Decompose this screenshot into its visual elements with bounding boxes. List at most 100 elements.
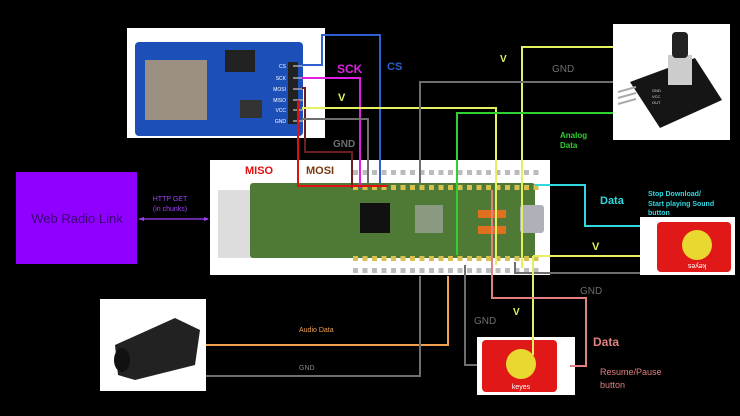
wire-mosi xyxy=(302,87,353,188)
header-pin xyxy=(486,268,491,273)
header-pin xyxy=(476,170,482,175)
header-pin xyxy=(495,256,501,261)
wire-pot-v xyxy=(521,46,613,268)
header-pin xyxy=(495,170,501,175)
header-pin xyxy=(524,170,529,175)
wires xyxy=(206,34,640,377)
wire-pot-gnd xyxy=(419,81,613,183)
stop-button-label-3: button xyxy=(648,210,670,217)
resume-button-module: keyes xyxy=(477,337,575,395)
header-pin xyxy=(419,170,425,175)
header-pin xyxy=(381,170,387,175)
header-pin xyxy=(524,185,529,190)
label-sck: SCK xyxy=(337,62,363,76)
header-pin xyxy=(372,170,377,175)
header-pin xyxy=(362,256,368,261)
header-pin xyxy=(410,170,415,175)
label-stop-data: Data xyxy=(600,195,625,207)
header-pin xyxy=(381,268,387,273)
wire-miso xyxy=(297,100,388,187)
header-pin xyxy=(362,268,368,273)
stop-button-module: keyes xyxy=(640,217,735,275)
header-pin xyxy=(381,256,387,261)
http-label-1: HTTP GET xyxy=(153,196,188,203)
header-pin xyxy=(533,256,539,261)
header-pin xyxy=(438,256,444,261)
header-pin xyxy=(438,170,444,175)
label-analog-1: Analog xyxy=(560,131,587,140)
header-pin xyxy=(419,256,425,261)
header-pin xyxy=(476,256,482,261)
stop-brand: keyes xyxy=(687,262,706,269)
header-pin xyxy=(467,256,472,261)
wire-audio-data xyxy=(206,276,449,346)
header-pin xyxy=(533,170,539,175)
wire-stop-data xyxy=(535,184,640,227)
label-audio-gnd: GND xyxy=(299,365,315,372)
header-pin xyxy=(486,170,491,175)
header-pin xyxy=(419,185,425,190)
wire-sd-gnd xyxy=(302,118,369,183)
header-pin xyxy=(429,185,434,190)
wire-sck xyxy=(302,77,361,188)
header-pin xyxy=(372,268,377,273)
pot-pin-out: OUT xyxy=(652,100,661,105)
resume-button-label-1: Resume/Pause xyxy=(600,367,662,377)
header-pin xyxy=(533,185,539,190)
sd-pin-cs: CS xyxy=(279,64,287,70)
header-pin xyxy=(419,268,425,273)
header-pin xyxy=(486,256,491,261)
wire-cs xyxy=(302,34,381,183)
label-stop-gnd: GND xyxy=(580,286,602,297)
label-stop-v: V xyxy=(592,241,600,253)
header-pin xyxy=(391,256,396,261)
header-pin xyxy=(410,185,415,190)
header-pin xyxy=(391,170,396,175)
sd-pin-miso: MISO xyxy=(273,98,286,104)
header-pin xyxy=(400,185,406,190)
header-pin xyxy=(400,256,406,261)
header-pin xyxy=(505,256,510,261)
header-pin xyxy=(438,185,444,190)
header-pin xyxy=(505,268,510,273)
header-pin xyxy=(391,185,396,190)
header-pin xyxy=(429,268,434,273)
header-pin xyxy=(495,185,501,190)
wire-sd-vcc xyxy=(302,107,497,265)
esp32-board xyxy=(210,160,550,275)
header-pin xyxy=(476,268,482,273)
web-radio-label: Web Radio Link xyxy=(31,211,123,226)
header-pin xyxy=(514,185,520,190)
pot-pin-vcc: VCC xyxy=(652,94,661,99)
header-pin xyxy=(467,170,472,175)
label-resume-data: Data xyxy=(593,335,619,349)
label-resume-v: V xyxy=(513,307,520,318)
stop-button-label-2: Start playing Sound xyxy=(648,201,714,208)
header-pin xyxy=(514,268,520,273)
header-pin xyxy=(372,185,377,190)
header-pin xyxy=(505,185,510,190)
sd-pin-gnd: GND xyxy=(275,119,287,125)
sd-pin-mosi: MOSI xyxy=(273,87,286,93)
header-pin xyxy=(533,268,539,273)
label-sd-gnd: GND xyxy=(333,139,355,150)
label-cs: CS xyxy=(387,61,402,73)
wire-stop-gnd xyxy=(514,262,640,274)
header-pin xyxy=(457,185,463,190)
label-resume-gnd: GND xyxy=(474,316,496,327)
header-pin xyxy=(429,170,434,175)
header-pin xyxy=(448,170,453,175)
audio-jack xyxy=(100,299,206,391)
header-pin xyxy=(438,268,444,273)
header-pin xyxy=(457,256,463,261)
header-pin xyxy=(400,170,406,175)
header-pin xyxy=(362,170,368,175)
header-pin xyxy=(353,170,358,175)
sd-pin-sck: SCK xyxy=(276,76,287,82)
header-pin xyxy=(372,256,377,261)
stop-button-label-1: Stop Download/ xyxy=(648,191,701,198)
header-pin xyxy=(514,170,520,175)
label-pot-v: V xyxy=(500,54,507,65)
label-mosi: MOSI xyxy=(306,165,334,177)
